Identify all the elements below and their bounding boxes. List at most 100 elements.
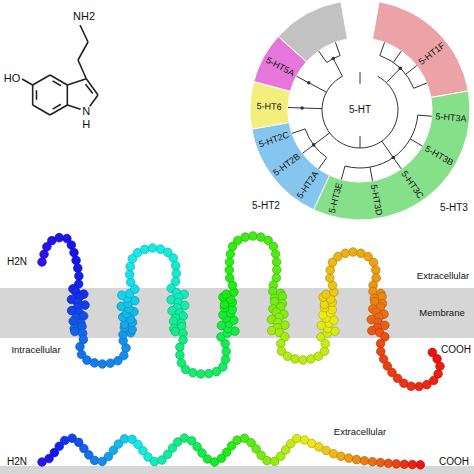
amino-acid-bead	[148, 244, 157, 253]
dendrogram-branch	[380, 55, 414, 88]
amino-acid-bead	[126, 278, 135, 287]
amino-acid-bead	[317, 321, 326, 330]
bond	[90, 95, 98, 106]
amino-acid-bead	[73, 264, 82, 273]
amino-acid-bead	[241, 233, 250, 242]
amino-acid-bead	[263, 456, 272, 465]
bond	[33, 75, 50, 85]
amino-acid-bead	[90, 359, 99, 368]
amino-acid-bead	[225, 258, 234, 267]
amino-acid-bead	[118, 291, 127, 300]
amino-acid-bead	[352, 455, 361, 464]
amino-acid-bead	[125, 270, 134, 279]
dendrogram-branch	[319, 51, 327, 62]
amino-acid-bead	[368, 326, 377, 335]
amino-acid-bead	[140, 245, 149, 254]
receptor-label: 5-HT3	[440, 203, 468, 213]
amino-acid-bead	[291, 355, 300, 364]
dendrogram-branch	[360, 72, 361, 84]
amino-acid-bead	[368, 457, 377, 466]
bond	[86, 84, 93, 93]
amino-acid-bead	[415, 382, 424, 391]
dendrogram-branch	[314, 133, 330, 145]
amino-acid-bead	[197, 370, 206, 379]
branch-node	[391, 156, 395, 160]
amino-acid-bead	[337, 452, 346, 461]
amino-acid-bead	[326, 266, 335, 275]
receptor-family-band	[252, 123, 330, 210]
amino-acid-bead	[376, 458, 385, 467]
bond	[86, 79, 98, 95]
amino-acid-bead	[271, 250, 280, 259]
amino-acid-bead	[126, 262, 135, 271]
amino-acid-bead	[176, 351, 185, 360]
branch-node	[331, 57, 335, 61]
amino-acid-bead	[322, 290, 331, 299]
amino-acid-bead	[221, 355, 230, 364]
dendrogram-branch	[288, 107, 302, 108]
amino-acid-bead	[76, 342, 85, 351]
dendrogram-branch	[322, 76, 398, 148]
amino-acid-bead	[180, 301, 189, 310]
dendrogram-branch	[370, 167, 372, 181]
amino-acid-bead	[225, 274, 234, 283]
amino-acid-bead	[272, 258, 281, 267]
dendrogram-branch	[410, 139, 422, 146]
amino-acid-bead	[172, 269, 181, 278]
bond	[80, 25, 88, 42]
dendrogram-branch	[380, 42, 385, 55]
serotonin-structure	[22, 25, 98, 115]
amino-acid-bead	[90, 456, 99, 465]
bond	[33, 105, 50, 115]
receptor-label: 5-HT	[349, 105, 371, 115]
amino-acid-bead	[292, 434, 301, 443]
amino-acid-bead	[176, 343, 185, 352]
region-label: H2N	[7, 257, 27, 267]
amino-acid-bead	[376, 339, 385, 348]
bond	[53, 81, 61, 86]
amino-acid-bead	[222, 290, 231, 299]
receptor-label: 5-HT2	[252, 201, 280, 211]
amino-acid-bead	[205, 369, 214, 378]
amino-acid-bead	[299, 356, 308, 365]
amino-acid-bead	[120, 351, 129, 360]
region-label: Extracellular	[417, 271, 469, 281]
amino-acid-bead	[326, 274, 335, 283]
dendrogram-branch	[414, 83, 427, 88]
atom-label: N	[82, 106, 90, 117]
region-label: H2N	[7, 457, 27, 467]
amino-acid-bead	[371, 266, 380, 275]
amino-acid-bead	[408, 460, 417, 469]
dendrogram-branch	[296, 76, 308, 83]
receptor-family-band	[278, 2, 347, 62]
protein-topology	[38, 232, 445, 469]
receptor-family-band	[314, 91, 470, 220]
dendrogram-branch	[393, 51, 401, 62]
amino-acid-bead	[344, 454, 353, 463]
amino-acid-bead	[171, 261, 180, 270]
bond	[22, 79, 33, 85]
amino-acid-bead	[71, 327, 80, 336]
branch-node	[312, 143, 316, 147]
amino-acid-bead	[150, 457, 159, 466]
bond	[36, 90, 38, 100]
amino-acid-bead	[269, 242, 278, 251]
bond	[50, 105, 67, 115]
receptor-label: 5-HT6	[256, 102, 281, 112]
amino-acid-bead	[72, 256, 81, 265]
amino-acid-bead	[75, 272, 84, 281]
dendrogram-branch	[382, 141, 393, 157]
dendrogram-branch	[333, 59, 342, 77]
amino-acid-bead	[38, 258, 47, 267]
dendrogram-branch	[319, 158, 327, 169]
bond	[32, 85, 34, 105]
dendrogram-branch	[327, 55, 340, 62]
region-label: Extracellular	[334, 427, 386, 437]
dendrogram-branch	[360, 136, 361, 148]
amino-acid-bead	[407, 382, 416, 391]
amino-acid-bead	[225, 266, 234, 275]
dendrogram	[250, 2, 470, 220]
region-label: COOH	[439, 457, 469, 467]
dendrogram-branch	[292, 129, 305, 134]
